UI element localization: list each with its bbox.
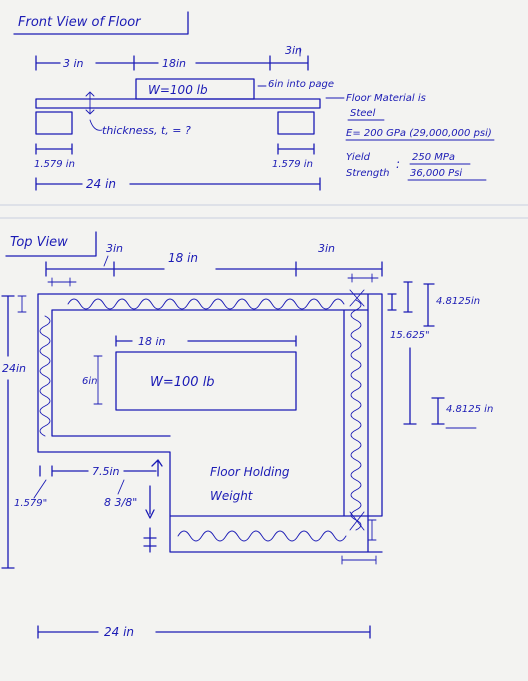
- yield-mpa: 250 MPa: [412, 152, 455, 163]
- dim-24in-side: 24in: [2, 362, 26, 375]
- right-strip-squiggle: [350, 299, 362, 531]
- material-line2: Steel: [350, 108, 376, 119]
- colon-mark: :: [396, 157, 400, 171]
- inner-dim-6in: 6in: [82, 376, 97, 387]
- support-right: [277, 111, 315, 135]
- dim-24in: 24 in: [86, 177, 116, 191]
- front-view: Front View of Floor 3 in 18in 3in W=100 …: [13, 11, 334, 191]
- top-dim-3in-right: 3in: [318, 242, 335, 255]
- bottom-strip-squiggle: [177, 530, 347, 542]
- top-dim-18in: 18 in: [168, 251, 198, 265]
- top-view-title: Top View: [10, 235, 68, 250]
- strength-label: Strength: [346, 168, 389, 179]
- top-load-box: [115, 351, 297, 411]
- material-modulus: E= 200 GPa (29,000,000 psi): [346, 128, 492, 139]
- material-notes: Floor Material is Steel E= 200 GPa (29,0…: [325, 93, 495, 181]
- inner-dim-18in: 18 in: [138, 335, 166, 348]
- dim-4812-top: 4.8125in: [436, 296, 480, 307]
- dim-4812-bottom: 4.8125 in: [446, 404, 493, 415]
- paper-rules: [0, 204, 528, 219]
- dim-24in-bottom: 24 in: [104, 625, 134, 639]
- top-dim-3in-left: 3in: [106, 242, 123, 255]
- floor-label-line2: Weight: [210, 489, 254, 503]
- dim-line-top: [35, 55, 309, 71]
- left-strip-squiggle: [39, 315, 51, 437]
- front-load-label: W=100 lb: [148, 83, 208, 97]
- floor-plate: [35, 98, 321, 109]
- floor-label-line1: Floor Holding: [210, 465, 290, 479]
- depth-note: 6in into page: [268, 79, 334, 90]
- support-left: [35, 111, 73, 135]
- front-view-title: Front View of Floor: [18, 15, 142, 30]
- inner-dim-18in-line: [115, 335, 297, 347]
- dim-1579-left: 1.579 in: [34, 159, 75, 170]
- frame-outline: [37, 293, 383, 553]
- dim-15625: 15.625": [390, 330, 430, 341]
- yield-label: Yield: [346, 152, 371, 163]
- thickness-note: thickness, t, = ?: [102, 124, 191, 137]
- dim-18in: 18in: [162, 57, 186, 70]
- dim-1579-bottom: 1.579": [14, 498, 47, 509]
- dim-1579-right: 1.579 in: [272, 159, 313, 170]
- top-view: Top View 3in 18 in 3in 18 in 6in W=100 l…: [1, 231, 493, 639]
- dim-3in-left: 3 in: [63, 57, 84, 70]
- material-line1: Floor Material is: [346, 93, 426, 104]
- dim-7-5in: 7.5in: [92, 465, 120, 478]
- top-load-label: W=100 lb: [150, 375, 215, 390]
- dim-3in-right: 3in: [285, 44, 302, 57]
- top-strip-squiggle: [67, 298, 345, 310]
- yield-psi: 36,000 Psi: [410, 168, 462, 179]
- dim-8-38: 8 3/8": [104, 496, 137, 509]
